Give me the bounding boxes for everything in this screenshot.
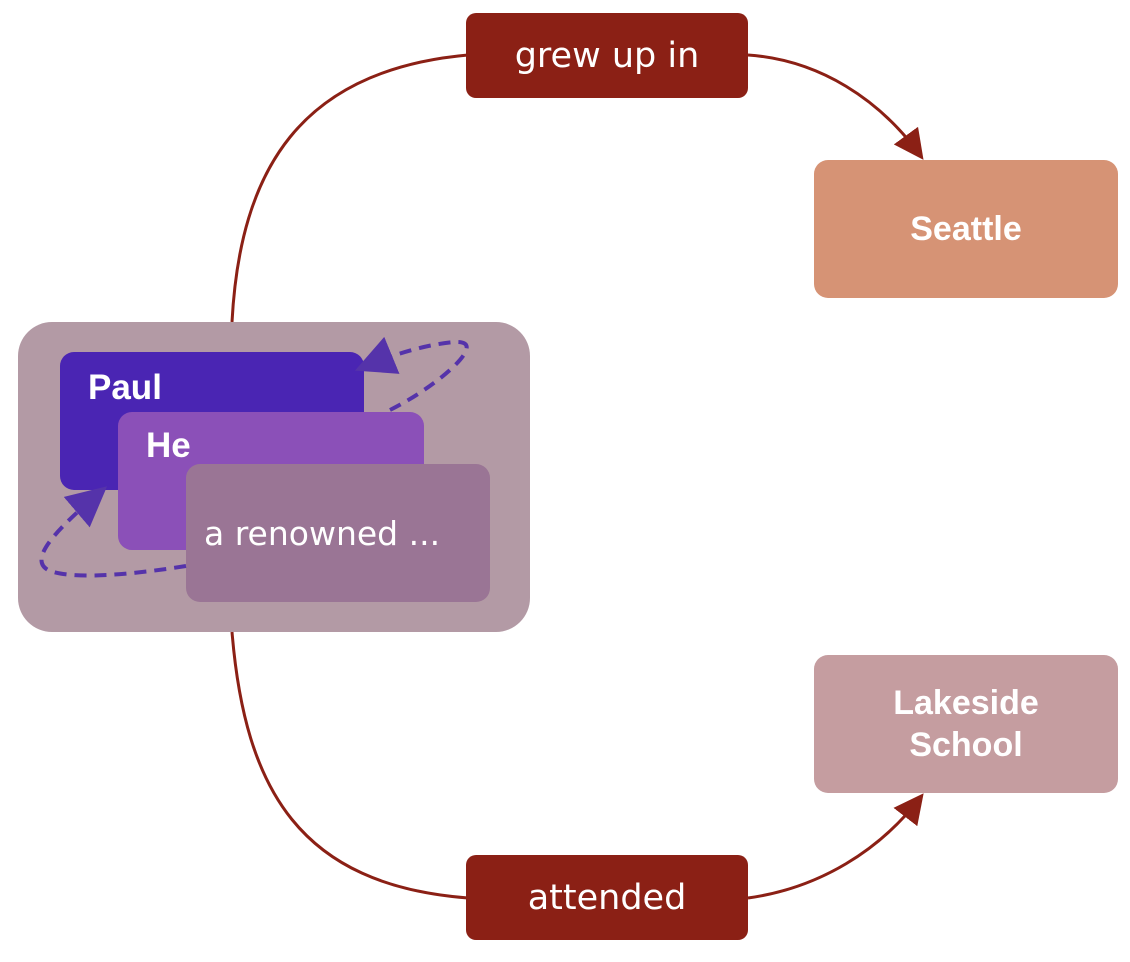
entity-lakeside-label-line1: Lakeside	[893, 684, 1039, 722]
entity-seattle-label: Seattle	[910, 210, 1022, 248]
edge-attended-target	[747, 793, 924, 900]
mention-he-label: He	[146, 426, 191, 465]
relation-label-grew-up-in-text: grew up in	[514, 35, 700, 76]
mention-renowned[interactable]: a renowned ...	[186, 464, 490, 602]
edge-attended-source	[230, 631, 469, 900]
relation-label-attended-text: attended	[527, 877, 687, 918]
entity-lakeside-label-line2: School	[909, 726, 1023, 764]
mention-renowned-label: a renowned ...	[204, 514, 441, 553]
entity-lakeside-school[interactable]: Lakeside School	[814, 655, 1118, 793]
relation-label-attended[interactable]: attended	[466, 855, 748, 940]
relation-label-grew-up-in[interactable]: grew up in	[466, 13, 748, 98]
edge-grew-up-in-target	[747, 53, 924, 160]
edge-grew-up-in-source	[230, 53, 469, 323]
entity-seattle[interactable]: Seattle	[814, 160, 1118, 298]
mention-paul-label: Paul	[88, 368, 162, 407]
